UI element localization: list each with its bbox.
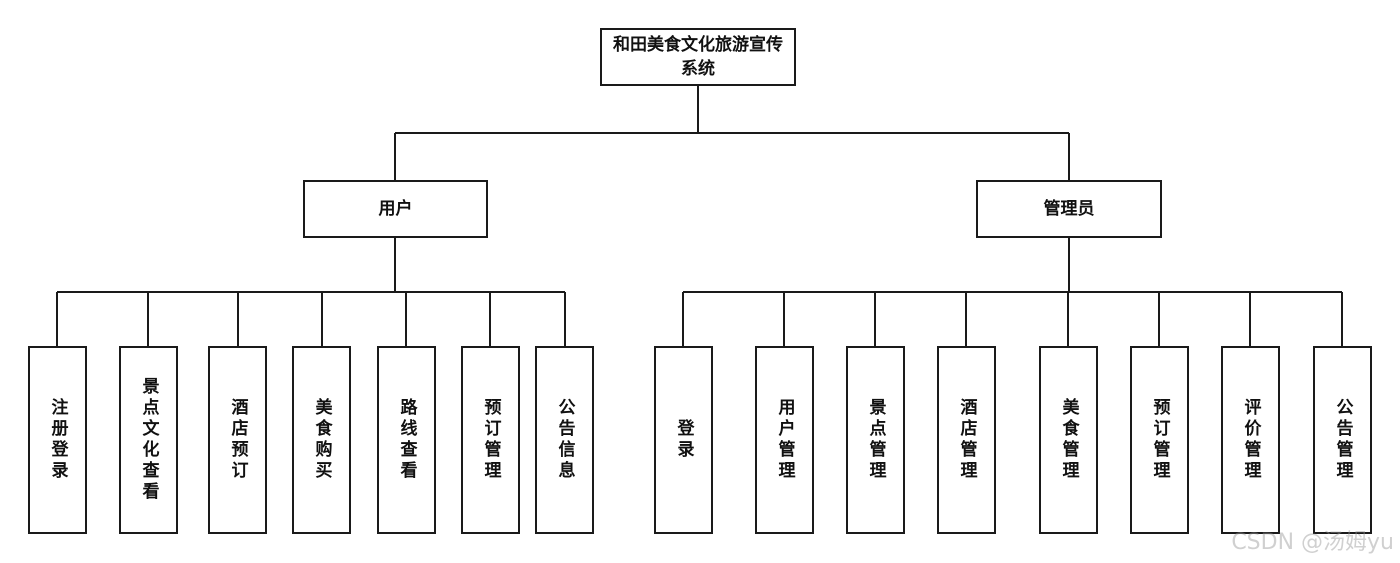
admin-child-node: 美食管理 (1039, 346, 1098, 534)
user-child-node: 公告信息 (535, 346, 594, 534)
admin-child-label: 预订管理 (1149, 398, 1170, 482)
admin-child-label: 景点管理 (865, 398, 886, 482)
user-child-label: 酒店预订 (227, 398, 248, 482)
user-child-label: 注册登录 (47, 398, 68, 482)
user-child-node: 美食购买 (292, 346, 351, 534)
watermark-text: CSDN @汤姆yu (1231, 530, 1394, 555)
user-child-label: 公告信息 (554, 398, 575, 482)
admin-node-label: 管理员 (1043, 199, 1095, 219)
user-child-node: 预订管理 (461, 346, 520, 534)
admin-child-node: 景点管理 (846, 346, 905, 534)
admin-child-label: 登录 (673, 419, 694, 461)
admin-child-label: 酒店管理 (956, 398, 977, 482)
admin-child-label: 公告管理 (1332, 398, 1353, 482)
user-node: 用户 (303, 180, 488, 238)
user-child-node: 注册登录 (28, 346, 87, 534)
admin-child-node: 登录 (654, 346, 713, 534)
admin-child-node: 酒店管理 (937, 346, 996, 534)
admin-child-label: 评价管理 (1240, 398, 1261, 482)
admin-child-label: 美食管理 (1058, 398, 1079, 482)
user-child-label: 路线查看 (396, 398, 417, 482)
user-child-label: 预订管理 (480, 398, 501, 482)
root-node: 和田美食文化旅游宣传系统 (600, 28, 796, 86)
admin-child-node: 预订管理 (1130, 346, 1189, 534)
admin-child-node: 评价管理 (1221, 346, 1280, 534)
user-child-node: 酒店预订 (208, 346, 267, 534)
user-child-label: 美食购买 (311, 398, 332, 482)
user-child-label: 景点文化查看 (138, 377, 159, 503)
user-child-node: 路线查看 (377, 346, 436, 534)
user-child-node: 景点文化查看 (119, 346, 178, 534)
admin-child-node: 用户管理 (755, 346, 814, 534)
user-node-label: 用户 (378, 199, 413, 219)
admin-child-node: 公告管理 (1313, 346, 1372, 534)
admin-node: 管理员 (976, 180, 1162, 238)
root-node-label: 和田美食文化旅游宣传系统 (613, 35, 783, 79)
admin-child-label: 用户管理 (774, 398, 795, 482)
